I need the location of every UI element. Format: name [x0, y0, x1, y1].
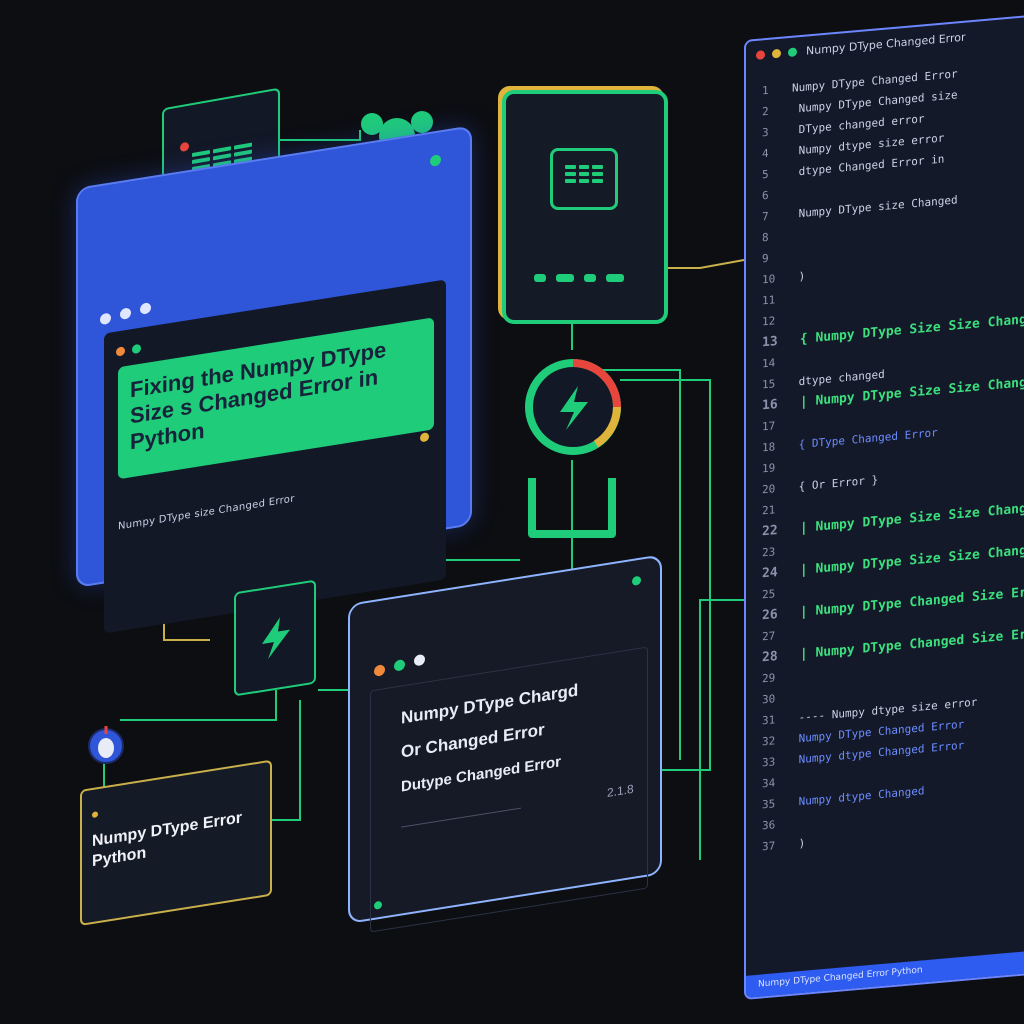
- line-number: 37: [762, 839, 776, 854]
- error-line-1: Numpy DType Chargd: [401, 680, 579, 728]
- line-number: 20: [762, 482, 776, 497]
- content-dot-green: [132, 343, 141, 355]
- line-number: 7: [762, 209, 769, 224]
- progress-line: [401, 807, 521, 828]
- line-number: 9: [762, 251, 769, 266]
- line-number: 2: [762, 104, 769, 119]
- line-number: 23: [762, 545, 776, 560]
- caption-text: Numpy DType Error Python: [92, 808, 242, 872]
- line-number: 6: [762, 188, 769, 203]
- line-number: 14: [762, 356, 776, 371]
- line-number: 30: [762, 692, 776, 707]
- line-number: 13: [762, 334, 778, 351]
- monitor-controls: [534, 274, 624, 282]
- code-text: ): [792, 269, 806, 284]
- line-number: 33: [762, 755, 776, 770]
- article-title-banner: Fixing the Numpy DType Size s Changed Er…: [118, 317, 434, 480]
- line-number: 19: [762, 461, 776, 476]
- line-number: 4: [762, 146, 769, 161]
- code-dot-green: [788, 47, 797, 58]
- bracket-shape: [528, 478, 616, 538]
- main-caption: Numpy DType size Changed Error: [118, 493, 295, 533]
- error-line-2: Or Changed Error: [401, 719, 545, 762]
- error-window-corner-dot: [632, 575, 641, 587]
- monitor-screen: [550, 148, 618, 210]
- line-number: 29: [762, 671, 776, 686]
- window-dot-3: [140, 302, 151, 315]
- line-number: 15: [762, 377, 776, 392]
- error-window-dot-1: [374, 664, 385, 677]
- error-window-dot-3: [414, 653, 425, 667]
- line-number: 24: [762, 565, 778, 582]
- line-number: 5: [762, 167, 769, 182]
- line-number: 3: [762, 125, 769, 140]
- main-window: Fixing the Numpy DType Size s Changed Er…: [76, 125, 472, 634]
- bug-icon: [88, 726, 124, 764]
- caption-dot: [92, 811, 98, 819]
- version-label: 2.1.8: [607, 781, 634, 800]
- line-number: 27: [762, 629, 776, 644]
- error-window-content: Numpy DType Chargd Or Changed Error Duty…: [370, 646, 648, 933]
- line-number: 16: [762, 397, 778, 414]
- lightning-circle-icon: [525, 359, 621, 455]
- line-number: 34: [762, 776, 776, 791]
- monitor-tile: [502, 90, 668, 324]
- lightning-icon: [262, 617, 290, 660]
- content-dot-orange: [116, 346, 125, 357]
- line-number: 22: [762, 523, 778, 540]
- line-number: 12: [762, 314, 776, 329]
- line-number: 31: [762, 713, 776, 728]
- line-number: 21: [762, 503, 776, 518]
- line-number: 25: [762, 587, 776, 602]
- window-dot-1: [100, 312, 111, 326]
- code-dot-yellow: [772, 48, 781, 59]
- line-number: 17: [762, 419, 776, 434]
- lightning-tile: [234, 579, 316, 697]
- content-dot-yellow: [420, 432, 429, 443]
- line-number: 35: [762, 797, 776, 812]
- code-dot-red: [756, 50, 765, 60]
- error-window: Numpy DType Chargd Or Changed Error Duty…: [348, 554, 662, 933]
- window-dot-2: [120, 307, 131, 321]
- window-corner-dot: [430, 154, 441, 167]
- line-number: 1: [762, 83, 769, 98]
- line-number: 32: [762, 734, 776, 749]
- monitor-grid-icon: [565, 165, 603, 183]
- error-line-3: Dutype Changed Error: [401, 753, 562, 796]
- code-text: ): [792, 836, 806, 851]
- line-number: 18: [762, 440, 776, 455]
- line-number: 26: [762, 607, 778, 624]
- main-window-content: Fixing the Numpy DType Size s Changed Er…: [104, 279, 446, 634]
- error-window-dot-2: [394, 658, 405, 672]
- line-number: 10: [762, 272, 776, 287]
- line-number: 8: [762, 230, 769, 245]
- red-dot: [180, 141, 189, 153]
- line-number: 11: [762, 293, 776, 308]
- code-header: Numpy DType Changed Error: [806, 30, 966, 58]
- line-number: 28: [762, 649, 778, 666]
- code-text: { Or Error }: [792, 473, 879, 494]
- line-number: 36: [762, 818, 776, 833]
